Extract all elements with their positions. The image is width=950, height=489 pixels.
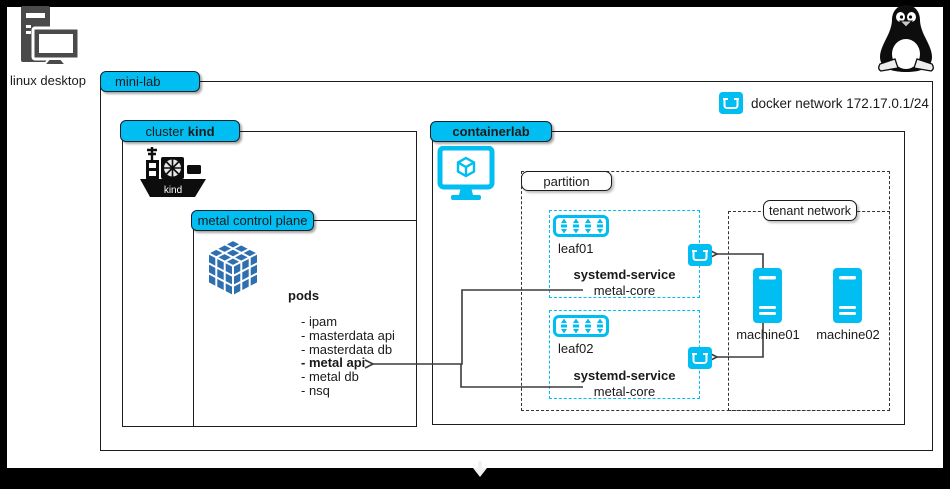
pods-list: - ipam - masterdata api - masterdata db … <box>301 315 395 398</box>
partition-label-text: partition <box>543 173 590 189</box>
tenant-network-label: tenant network <box>763 200 857 221</box>
leaf-service-name: metal-core <box>593 283 656 298</box>
cluster-kind-label: cluster kind <box>120 120 240 142</box>
machine02-label: machine02 <box>816 327 880 342</box>
leaf-service-name: metal-core <box>593 384 656 399</box>
pod-item: - masterdata db <box>301 341 393 357</box>
pod-item: - metal db <box>301 369 359 385</box>
pod-item: - masterdata api <box>301 327 395 343</box>
docker-icon <box>688 244 712 266</box>
partition-label: partition <box>521 171 612 191</box>
switch-icon <box>553 315 609 337</box>
linux-desktop-icon <box>21 6 81 66</box>
leaf01-box: leaf01 systemd-service metal-core <box>549 210 700 298</box>
kind-ship-text: kind <box>164 185 182 196</box>
tux-penguin-icon <box>878 5 934 72</box>
kubernetes-cube-icon <box>205 238 261 298</box>
machine01-label: machine01 <box>736 327 800 342</box>
down-arrow-glyph <box>473 461 487 477</box>
mini-lab-box <box>100 81 933 451</box>
leaf-name: leaf01 <box>558 241 594 256</box>
leaf-name: leaf02 <box>558 341 594 356</box>
leaf02-box: leaf02 systemd-service metal-core <box>549 310 700 399</box>
cluster-label-bold: kind <box>187 123 215 139</box>
tenant-network-label-text: tenant network <box>769 203 851 218</box>
kind-ship-icon: kind <box>140 147 206 197</box>
machine01-server-icon <box>753 268 782 323</box>
pod-item: - nsq <box>301 382 330 398</box>
docker-icon <box>688 347 712 369</box>
pod-item: - ipam <box>301 314 338 329</box>
mini-lab-label-text: mini-lab <box>115 74 161 89</box>
containerlab-label: containerlab <box>430 121 552 142</box>
linux-desktop-label: linux desktop <box>10 73 86 88</box>
docker-icon <box>719 92 743 114</box>
containerlab-monitor-icon <box>437 146 495 200</box>
leaf-service-title: systemd-service <box>573 368 676 383</box>
cluster-label-prefix: cluster <box>145 123 184 139</box>
mini-lab-label: mini-lab <box>100 71 200 92</box>
leaf-service-title: systemd-service <box>573 267 676 282</box>
metal-control-plane-label: metal control plane <box>191 210 314 231</box>
docker-network-label: docker network 172.17.0.1/24 <box>751 96 929 111</box>
containerlab-label-text: containerlab <box>452 124 530 139</box>
pods-title: pods <box>288 288 320 303</box>
machine02-server-icon <box>833 268 862 323</box>
containerlab-box <box>432 131 905 425</box>
pod-item-metal-api: - metal api <box>301 355 366 371</box>
switch-icon <box>553 215 609 237</box>
metal-control-plane-label-text: metal control plane <box>197 213 308 228</box>
